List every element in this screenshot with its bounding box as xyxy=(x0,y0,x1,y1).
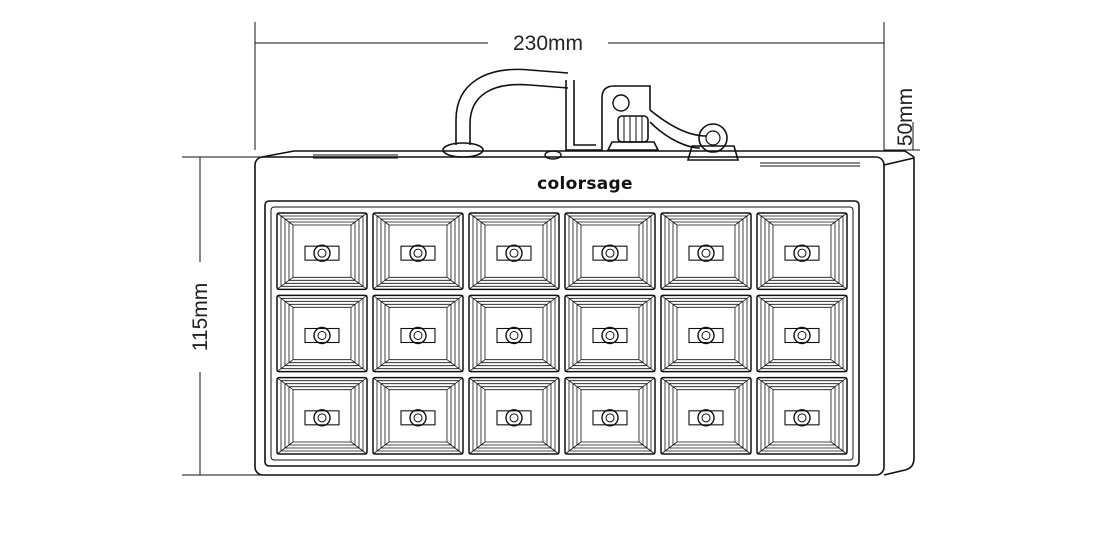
led-icon xyxy=(793,244,811,262)
led-cell xyxy=(372,212,464,291)
led-cell xyxy=(276,294,368,373)
led-icon xyxy=(409,409,427,427)
light-housing xyxy=(254,150,915,476)
led-icon xyxy=(505,244,523,262)
height-label: 115mm xyxy=(189,283,212,351)
depth-label: 50mm xyxy=(894,88,917,146)
depth-dimension: 50mm xyxy=(884,88,920,151)
led-cell xyxy=(276,212,368,291)
led-cell xyxy=(468,376,560,455)
led-icon xyxy=(601,244,619,262)
led-cell xyxy=(564,212,656,291)
led-cell xyxy=(468,294,560,373)
led-cell xyxy=(276,376,368,455)
led-icon xyxy=(601,409,619,427)
led-cell xyxy=(372,376,464,455)
led-icon xyxy=(313,244,331,262)
width-label: 230mm xyxy=(513,32,583,55)
vent-slots-left xyxy=(313,154,398,159)
led-icon xyxy=(313,409,331,427)
mounting-bracket xyxy=(544,80,651,160)
brand-logo: colorsage xyxy=(537,174,633,194)
led-icon xyxy=(505,409,523,427)
led-icon xyxy=(793,409,811,427)
led-icon xyxy=(601,326,619,345)
led-cell xyxy=(660,212,752,291)
led-cell xyxy=(372,294,464,373)
led-cell xyxy=(756,376,848,455)
width-dimension: 230mm xyxy=(254,22,885,150)
led-icon xyxy=(409,244,427,262)
led-cell xyxy=(660,294,752,373)
vent-slots-right xyxy=(760,162,860,167)
led-icon xyxy=(313,326,331,345)
led-cell xyxy=(468,212,560,291)
led-icon xyxy=(697,244,715,262)
led-grid xyxy=(276,212,848,455)
led-icon xyxy=(793,326,811,345)
led-cell xyxy=(660,376,752,455)
connector-socket-icon xyxy=(649,109,740,161)
led-icon xyxy=(697,409,715,427)
height-dimension: 115mm xyxy=(182,156,262,476)
led-cell xyxy=(564,294,656,373)
led-icon xyxy=(505,326,523,345)
led-icon xyxy=(697,326,715,345)
power-cable xyxy=(442,68,569,158)
led-cell xyxy=(564,376,656,455)
led-icon xyxy=(409,326,427,345)
led-cell xyxy=(756,212,848,291)
control-knob-icon xyxy=(606,115,660,151)
led-cell xyxy=(756,294,848,373)
led-panel xyxy=(264,200,860,467)
